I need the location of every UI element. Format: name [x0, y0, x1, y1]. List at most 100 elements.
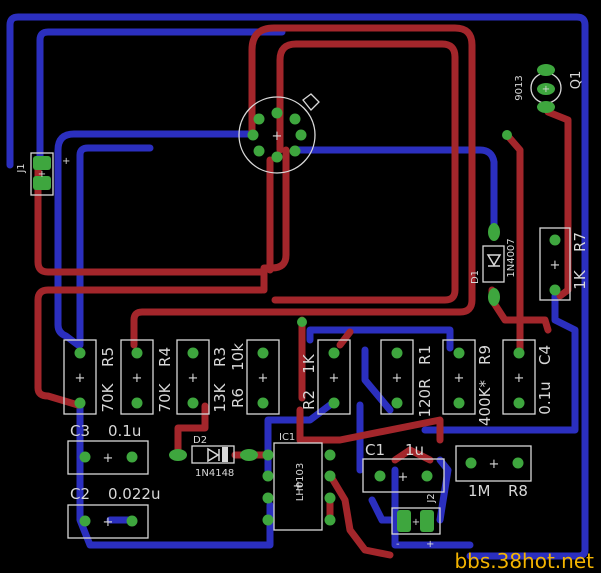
pad-r3 — [187, 347, 199, 359]
via — [502, 130, 512, 140]
r1-outline — [380, 339, 414, 415]
pad-ic1 — [324, 514, 336, 526]
pad-relay — [247, 129, 259, 141]
r3-value: 13K — [211, 382, 229, 412]
plus-mark: + — [398, 470, 409, 485]
r1-ref: R1 — [416, 345, 434, 365]
plus-mark: + — [329, 371, 340, 386]
j1-outline — [30, 152, 54, 196]
pad-r6 — [257, 397, 269, 409]
top-trace — [130, 24, 476, 349]
r2-ref: R2 — [300, 390, 318, 410]
bottom-trace — [361, 346, 394, 414]
r5-value: 70K — [99, 382, 117, 412]
top-trace — [34, 286, 266, 409]
pad-relay — [289, 113, 301, 125]
pad-r2 — [328, 347, 340, 359]
relay-outline — [238, 96, 316, 174]
pad-ic1 — [262, 449, 274, 461]
d2-cathode-band — [222, 447, 228, 462]
top-trace — [174, 402, 209, 459]
bottom-trace — [6, 13, 589, 560]
pad-relay — [295, 129, 307, 141]
c1-value: 1u — [405, 441, 424, 459]
q1-part: 9013 — [514, 75, 525, 100]
plus-mark: + — [258, 371, 269, 386]
pad-relay — [271, 151, 283, 163]
component-pads — [33, 64, 561, 532]
r5-outline — [63, 339, 97, 415]
r6-outline — [246, 339, 280, 415]
j1-ref: J1 — [16, 163, 27, 173]
r2-value: 1K — [300, 353, 318, 374]
plus-mark: + — [542, 84, 550, 95]
pad-relay — [253, 113, 265, 125]
pad-d1-k — [488, 288, 500, 306]
pad-q1-2 — [537, 83, 555, 95]
pad-d2-k — [240, 449, 258, 461]
relay-key — [302, 93, 320, 111]
plus-mark: + — [272, 129, 283, 144]
watermark-text: bbs.38hot.net — [454, 549, 594, 573]
pad-q1-3 — [537, 101, 555, 113]
c2-value: 0.022u — [108, 485, 160, 503]
bottom-trace — [391, 466, 474, 549]
bottom-trace — [436, 456, 452, 524]
plus-mark: + — [75, 371, 86, 386]
c1-outline — [362, 458, 445, 493]
plus-mark: + — [412, 517, 420, 528]
plus-mark: + — [454, 371, 465, 386]
pad-relay — [271, 107, 283, 119]
pad-r5 — [74, 397, 86, 409]
j2-ref: J2 — [426, 493, 437, 503]
pad-r2 — [328, 397, 340, 409]
c3-value: 0.1u — [108, 422, 141, 440]
pad-relay — [253, 145, 265, 157]
top-trace — [503, 131, 524, 354]
pad-c1 — [374, 470, 386, 482]
r8-ref: R8 — [508, 482, 528, 500]
pad-ic1 — [262, 492, 274, 504]
r3-outline — [176, 339, 210, 415]
bottom-trace — [76, 144, 154, 349]
pad-ic1 — [262, 470, 274, 482]
bottom-trace — [292, 146, 498, 232]
c4-ref: C4 — [536, 345, 554, 365]
r1-value: 120R — [416, 378, 434, 417]
plus-mark: + — [38, 169, 46, 180]
r6-value: 10k — [229, 343, 247, 371]
c4-value: 0.1u — [536, 381, 554, 414]
r2-outline — [317, 339, 351, 415]
pad-c4 — [513, 397, 525, 409]
pad-q1-1 — [537, 64, 555, 76]
r7-value: 1K — [571, 269, 589, 290]
origin-marks: + + + + + + + + + + + + + + + + + + — [38, 84, 561, 530]
pad-c3 — [126, 451, 138, 463]
ic1-outline — [273, 442, 323, 531]
r9-value: 400K* — [476, 380, 494, 426]
top-trace — [336, 328, 354, 349]
pad-r3 — [187, 397, 199, 409]
component-labels: J1 + 9013 Q1 D1 1N4007 1K R7 R5 70K R4 7… — [16, 71, 589, 550]
r9-outline — [442, 339, 476, 415]
d1-part: 1N4007 — [506, 238, 517, 277]
r6-ref: R6 — [229, 388, 247, 408]
bottom-trace — [54, 196, 82, 349]
pad-r4 — [131, 347, 143, 359]
plus-mark: + — [103, 515, 114, 530]
top-trace — [544, 108, 572, 300]
plus-mark: + — [489, 457, 500, 472]
pad-relay — [289, 145, 301, 157]
bottom-trace — [264, 401, 334, 479]
pad-r7-1 — [549, 234, 561, 246]
j2-minus: - — [396, 539, 400, 550]
plus-mark: + — [514, 371, 525, 386]
pad-r1 — [391, 347, 403, 359]
plus-mark: + — [550, 258, 561, 273]
r4-ref: R4 — [156, 347, 174, 367]
pad-d1-a — [488, 223, 500, 241]
plus-mark: + — [188, 371, 199, 386]
c3-outline — [67, 440, 149, 475]
d2-part: 1N4148 — [195, 468, 234, 479]
